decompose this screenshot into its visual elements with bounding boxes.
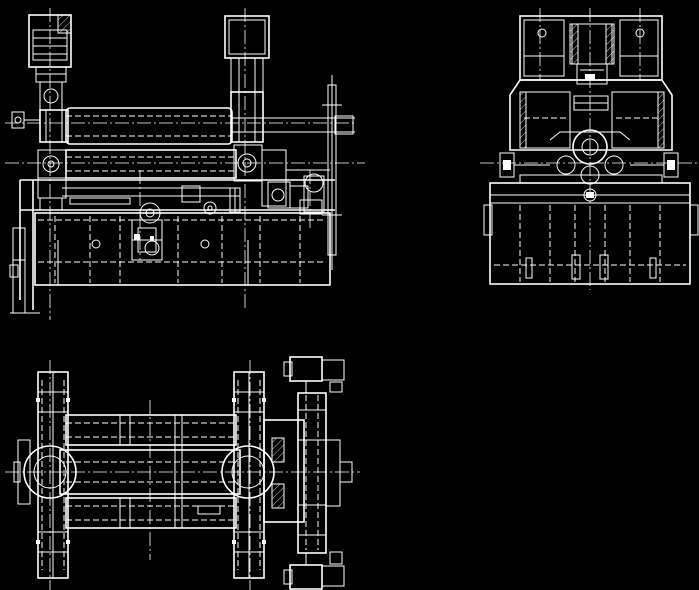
- top-view: [5, 356, 360, 590]
- side-view: [480, 8, 699, 290]
- front-view: [5, 8, 365, 320]
